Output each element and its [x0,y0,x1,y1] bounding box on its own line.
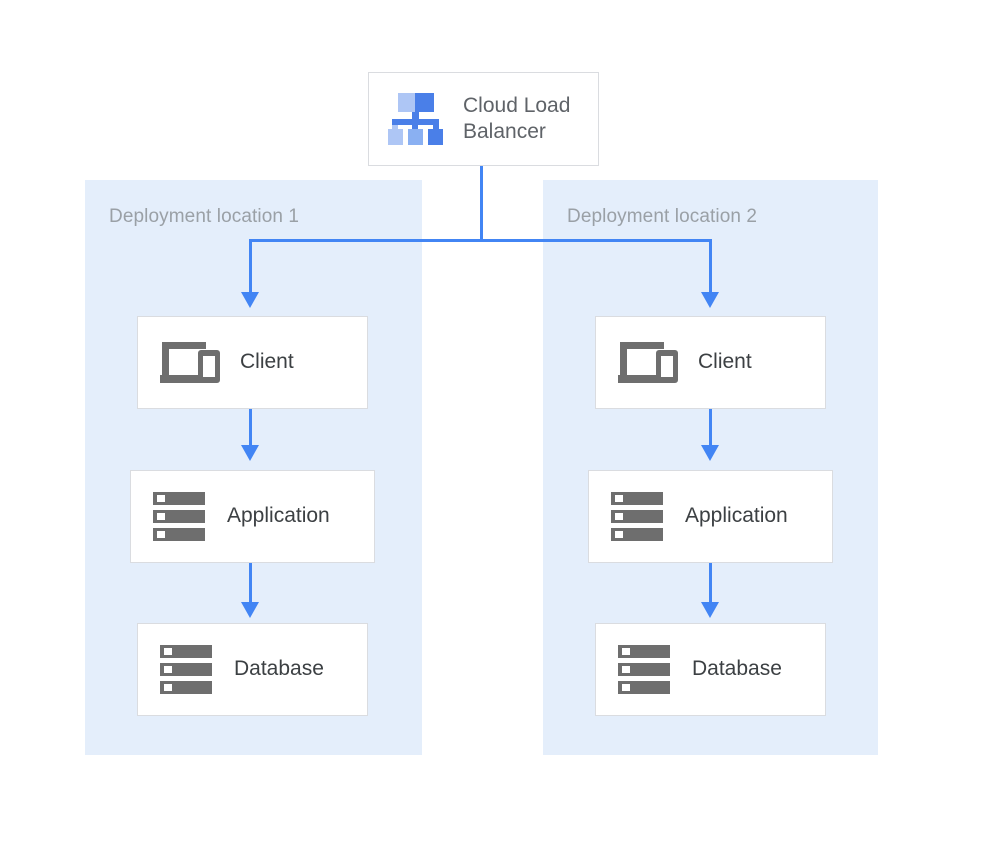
node-application-1-label: Application [227,504,330,528]
edge-application-1-to-database-1 [249,563,252,606]
edge-client-1-to-application-1 [249,409,252,449]
arrowhead-client-2-to-application-2 [701,445,719,461]
node-database-2[interactable]: Database [595,623,826,716]
client-devices-icon [160,338,222,388]
arrowhead-client-1-to-application-1 [241,445,259,461]
client-devices-icon [618,338,680,388]
node-client-1[interactable]: Client [137,316,368,409]
node-cloud-load-balancer-label: Cloud Load Balancer [463,93,571,143]
edge-application-2-to-database-2 [709,563,712,606]
server-stack-icon [160,644,216,696]
edge-loadbalancer-trunk [480,165,483,242]
server-stack-icon [611,491,667,543]
deployment-zone-1-label: Deployment location 1 [109,206,300,227]
node-client-2[interactable]: Client [595,316,826,409]
arrowhead-to-client-2 [701,292,719,308]
cloud-load-balancer-icon [387,91,445,147]
arrowhead-application-1-to-database-1 [241,602,259,618]
node-application-1[interactable]: Application [130,470,375,563]
node-database-1-label: Database [234,657,324,681]
node-client-2-label: Client [698,350,752,374]
node-application-2[interactable]: Application [588,470,833,563]
edge-to-client-1 [249,239,252,296]
arrowhead-application-2-to-database-2 [701,602,719,618]
node-cloud-load-balancer[interactable]: Cloud Load Balancer [368,72,599,166]
arrowhead-to-client-1 [241,292,259,308]
deployment-zone-2-label: Deployment location 2 [567,206,758,227]
node-database-1[interactable]: Database [137,623,368,716]
node-client-1-label: Client [240,350,294,374]
edge-to-client-2 [709,239,712,296]
server-stack-icon [618,644,674,696]
edge-loadbalancer-split-bar [249,239,712,242]
node-application-2-label: Application [685,504,788,528]
node-database-2-label: Database [692,657,782,681]
server-stack-icon [153,491,209,543]
edge-client-2-to-application-2 [709,409,712,449]
